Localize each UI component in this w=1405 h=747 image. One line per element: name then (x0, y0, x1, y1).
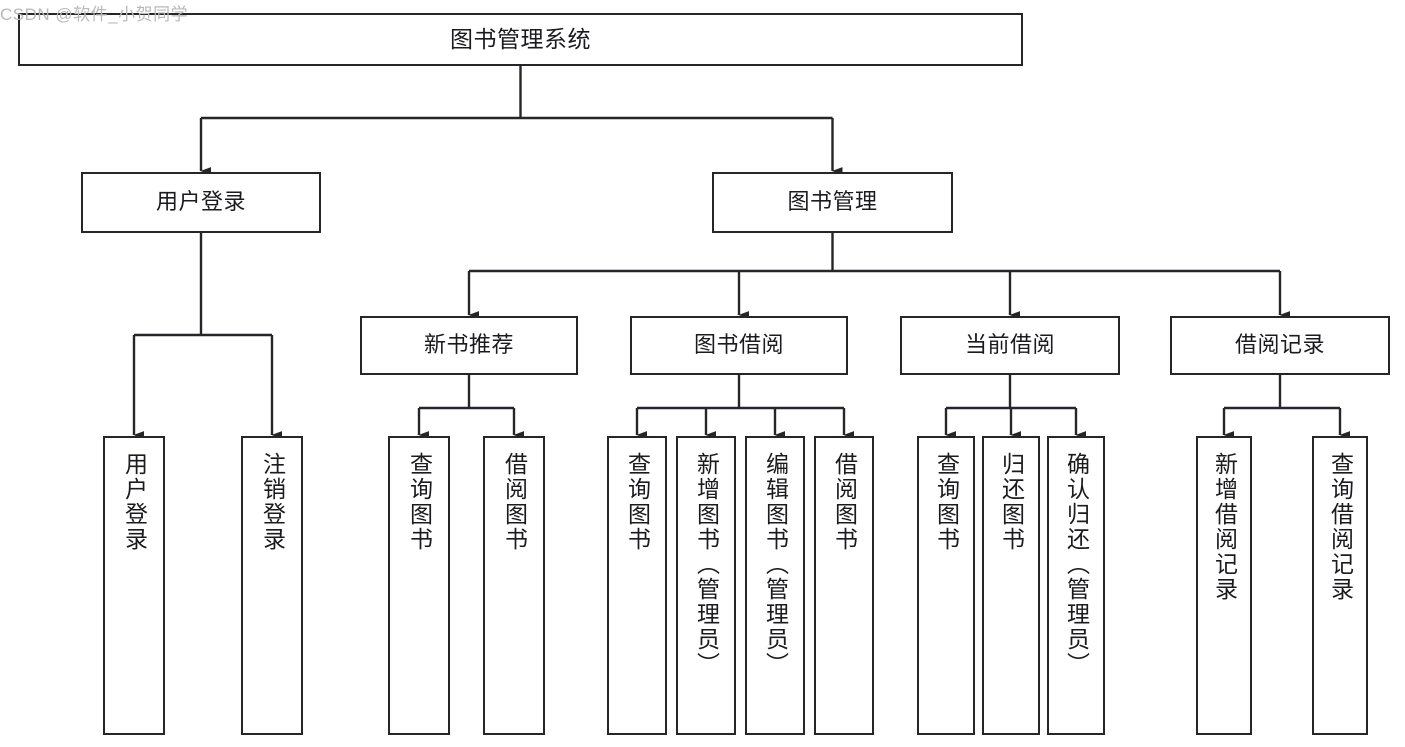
node-leaf-confirm[interactable]: 确认归还（管理员） (1047, 436, 1105, 735)
node-label: 确认归还（管理员） (1063, 452, 1090, 677)
node-leaf-borrow-1[interactable]: 借阅图书 (483, 436, 545, 735)
node-label: 注销登录 (259, 452, 286, 552)
node-label: 借阅图书 (831, 452, 858, 552)
node-root[interactable]: 图书管理系统 (18, 13, 1023, 66)
node-leaf-user-login[interactable]: 用户登录 (103, 436, 165, 735)
node-label: 查询图书 (933, 452, 960, 552)
node-leaf-query-2[interactable]: 查询图书 (607, 436, 667, 735)
node-label: 图书管理 (787, 189, 878, 215)
node-label: 查询借阅记录 (1327, 452, 1354, 602)
node-leaf-borrow-2[interactable]: 借阅图书 (814, 436, 874, 735)
node-label: 用户登录 (121, 452, 148, 552)
node-leaf-add-book[interactable]: 新增图书（管理员） (676, 436, 736, 735)
node-label: 新增图书（管理员） (693, 452, 720, 677)
node-label: 借阅图书 (501, 452, 528, 552)
node-label: 图书管理系统 (450, 25, 591, 52)
node-label: 当前借阅 (964, 332, 1055, 358)
node-leaf-logout[interactable]: 注销登录 (241, 436, 303, 735)
node-current-borrow[interactable]: 当前借阅 (900, 316, 1120, 375)
node-label: 用户登录 (155, 189, 246, 215)
node-label: 编辑图书（管理员） (762, 452, 789, 677)
node-leaf-query-1[interactable]: 查询图书 (388, 436, 450, 735)
node-borrow-record[interactable]: 借阅记录 (1170, 316, 1390, 375)
node-new-book-rec[interactable]: 新书推荐 (360, 316, 578, 375)
csdn-watermark: CSDN @软件_小贺同学 (0, 5, 189, 24)
node-label: 归还图书 (998, 452, 1025, 552)
node-book-manage[interactable]: 图书管理 (712, 172, 953, 233)
node-leaf-query-3[interactable]: 查询图书 (917, 436, 975, 735)
node-leaf-return[interactable]: 归还图书 (982, 436, 1040, 735)
node-book-borrow[interactable]: 图书借阅 (630, 316, 848, 375)
node-label: 新增借阅记录 (1211, 452, 1238, 602)
node-label: 借阅记录 (1234, 332, 1325, 358)
node-user-login[interactable]: 用户登录 (81, 172, 321, 233)
node-label: 查询图书 (406, 452, 433, 552)
node-leaf-edit-book[interactable]: 编辑图书（管理员） (745, 436, 805, 735)
node-leaf-add-rec[interactable]: 新增借阅记录 (1196, 436, 1252, 735)
node-label: 查询图书 (624, 452, 651, 552)
node-label: 新书推荐 (423, 332, 514, 358)
edge-layer (132, 66, 1351, 439)
node-label: 图书借阅 (693, 332, 784, 358)
node-leaf-query-rec[interactable]: 查询借阅记录 (1312, 436, 1368, 735)
